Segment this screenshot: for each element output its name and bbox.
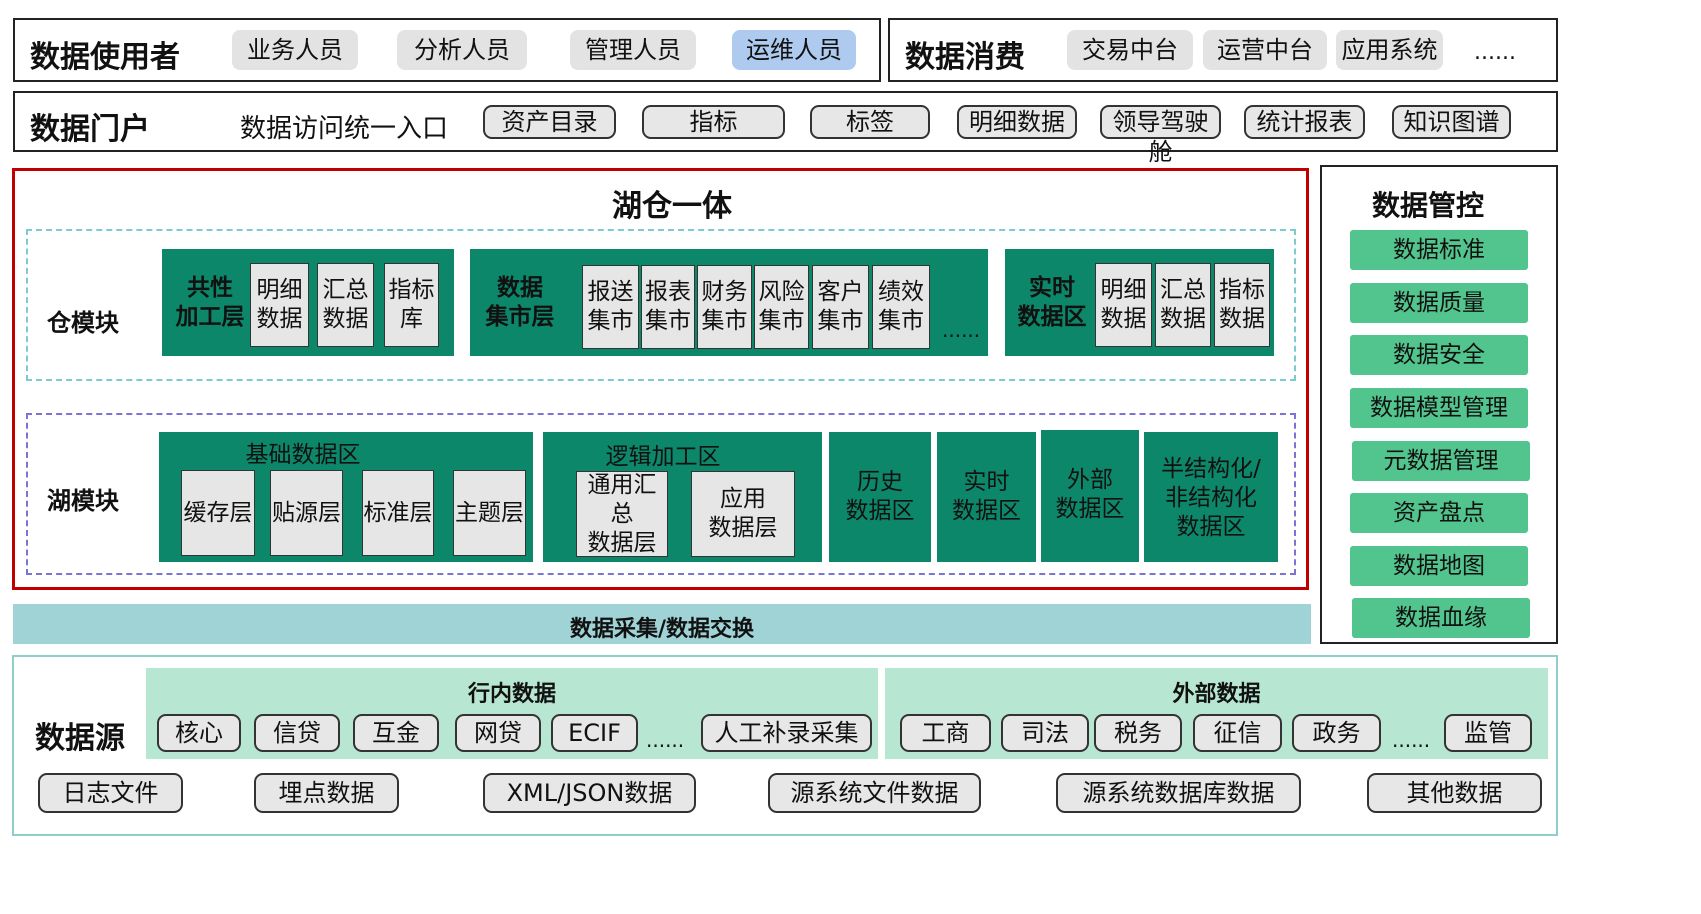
mart-submission[interactable]: 报送 集市 <box>582 265 639 349</box>
consume-operation-platform[interactable]: 运营中台 <box>1203 30 1327 70</box>
data-users-title: 数据使用者 <box>30 40 180 75</box>
data-portal-subtitle: 数据访问统一入口 <box>240 114 449 144</box>
source-system-database-data[interactable]: 源系统数据库数据 <box>1056 773 1301 813</box>
realtime-summary-data[interactable]: 汇总 数据 <box>1155 263 1211 347</box>
mart-more: ...... <box>942 318 981 342</box>
source-tracking-data[interactable]: 埋点数据 <box>254 773 399 813</box>
source-xml-json-data[interactable]: XML/JSON数据 <box>483 773 696 813</box>
portal-leader-cockpit[interactable]: 领导驾驶舱 <box>1100 105 1221 166</box>
lakehouse-title: 湖仓一体 <box>612 189 732 224</box>
source-credit[interactable]: 信贷 <box>254 714 340 752</box>
data-consume-title: 数据消费 <box>905 40 1025 75</box>
history-data-zone-label: 历史 数据区 <box>845 469 915 524</box>
basic-data-zone-label: 基础数据区 <box>245 442 361 468</box>
mart-report[interactable]: 报表 集市 <box>641 265 695 349</box>
consume-trading-platform[interactable]: 交易中台 <box>1067 30 1193 70</box>
warehouse-module-frame <box>26 229 1296 381</box>
source-ecif[interactable]: ECIF <box>551 714 638 752</box>
gov-data-lineage[interactable]: 数据血缘 <box>1352 598 1530 638</box>
source-online-loan[interactable]: 网贷 <box>455 714 541 752</box>
lake-module-frame <box>26 413 1296 575</box>
realtime-metric-data[interactable]: 指标 数据 <box>1214 263 1270 347</box>
source-credit-reference[interactable]: 征信 <box>1193 714 1282 752</box>
realtime-data-zone-lake-label: 实时 数据区 <box>952 469 1021 524</box>
portal-knowledge-graph[interactable]: 知识图谱 <box>1392 105 1511 139</box>
consume-app-system[interactable]: 应用系统 <box>1336 30 1443 70</box>
user-role-ops[interactable]: 运维人员 <box>732 30 856 70</box>
portal-asset-catalog[interactable]: 资产目录 <box>483 105 616 139</box>
data-mart-label: 数据 集市层 <box>485 275 555 330</box>
source-other-data[interactable]: 其他数据 <box>1367 773 1542 813</box>
user-role-business[interactable]: 业务人员 <box>232 30 358 70</box>
gov-data-standard[interactable]: 数据标准 <box>1350 230 1528 270</box>
source-business-registration[interactable]: 工商 <box>900 714 991 752</box>
data-sources-title: 数据源 <box>35 721 125 756</box>
logic-application-layer[interactable]: 应用 数据层 <box>691 471 795 557</box>
source-core[interactable]: 核心 <box>157 714 241 752</box>
external-data-zone-label: 外部 数据区 <box>1055 467 1125 522</box>
governance-title: 数据管控 <box>1372 189 1485 222</box>
lake-standard-layer[interactable]: 标准层 <box>362 470 434 556</box>
gov-data-quality[interactable]: 数据质量 <box>1350 283 1528 323</box>
unstructured-data-zone-label: 半结构化/ 非结构化 数据区 <box>1161 456 1261 540</box>
lakehouse-frame <box>12 168 1309 590</box>
mart-performance[interactable]: 绩效 集市 <box>872 265 930 349</box>
source-system-file-data[interactable]: 源系统文件数据 <box>768 773 981 813</box>
data-sources-frame <box>12 655 1558 836</box>
data-collection-band <box>13 604 1311 644</box>
data-portal-title: 数据门户 <box>30 112 150 147</box>
external-more: ...... <box>1392 728 1431 752</box>
portal-statistical-report[interactable]: 统计报表 <box>1244 105 1365 139</box>
portal-detail-data[interactable]: 明细数据 <box>957 105 1077 139</box>
lake-subject-layer[interactable]: 主题层 <box>453 470 526 556</box>
gov-asset-inventory[interactable]: 资产盘点 <box>1350 493 1528 533</box>
internal-data-label: 行内数据 <box>467 682 556 707</box>
source-internet-finance[interactable]: 互金 <box>353 714 439 752</box>
lake-cache-layer[interactable]: 缓存层 <box>181 470 255 556</box>
source-tax[interactable]: 税务 <box>1094 714 1182 752</box>
realtime-detail-data[interactable]: 明细 数据 <box>1095 263 1152 347</box>
history-data-zone[interactable] <box>829 432 931 562</box>
warehouse-module-label: 仓模块 <box>47 309 119 337</box>
user-role-manager[interactable]: 管理人员 <box>570 30 696 70</box>
gov-data-model-management[interactable]: 数据模型管理 <box>1350 388 1528 428</box>
consume-more: ...... <box>1474 40 1516 65</box>
common-processing-label: 共性 加工层 <box>175 275 245 330</box>
mart-customer[interactable]: 客户 集市 <box>812 265 869 349</box>
source-judicial[interactable]: 司法 <box>1001 714 1089 752</box>
unstructured-data-zone[interactable] <box>1144 432 1278 562</box>
mart-finance[interactable]: 财务 集市 <box>697 265 752 349</box>
logic-processing-zone-label: 逻辑加工区 <box>605 444 721 470</box>
lake-source-layer[interactable]: 贴源层 <box>270 470 343 556</box>
source-government[interactable]: 政务 <box>1292 714 1381 752</box>
data-collection-label: 数据采集/数据交换 <box>569 617 755 642</box>
external-data-label: 外部数据 <box>1172 682 1261 707</box>
lake-module-label: 湖模块 <box>47 487 119 515</box>
gov-metadata-management[interactable]: 元数据管理 <box>1352 441 1530 481</box>
common-metric-library[interactable]: 指标 库 <box>384 263 439 347</box>
mart-risk[interactable]: 风险 集市 <box>754 265 809 349</box>
gov-data-map[interactable]: 数据地图 <box>1350 546 1528 586</box>
logic-common-summary-layer[interactable]: 通用汇总 数据层 <box>576 471 668 557</box>
user-role-analyst[interactable]: 分析人员 <box>397 30 527 70</box>
source-regulatory[interactable]: 监管 <box>1444 714 1532 752</box>
realtime-zone-label: 实时 数据区 <box>1017 275 1087 330</box>
gov-data-security[interactable]: 数据安全 <box>1350 335 1528 375</box>
common-summary-data[interactable]: 汇总 数据 <box>317 263 374 347</box>
source-manual-entry[interactable]: 人工补录采集 <box>701 714 872 752</box>
realtime-data-zone-lake[interactable] <box>937 432 1036 562</box>
source-log-files[interactable]: 日志文件 <box>38 773 183 813</box>
internal-more: ...... <box>646 728 685 752</box>
portal-tags[interactable]: 标签 <box>810 105 930 139</box>
common-detail-data[interactable]: 明细 数据 <box>250 263 309 347</box>
portal-metrics[interactable]: 指标 <box>642 105 785 139</box>
external-data-zone[interactable] <box>1041 430 1139 562</box>
